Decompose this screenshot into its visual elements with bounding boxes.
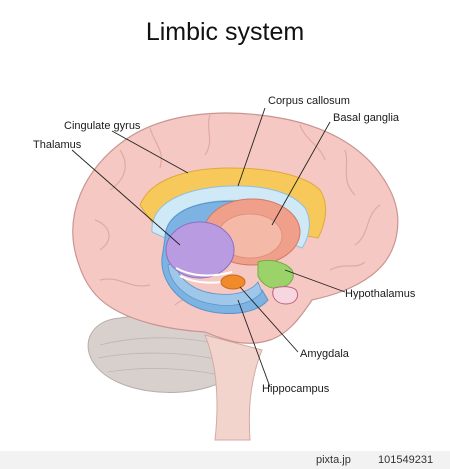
label-hypothalamus: Hypothalamus — [345, 288, 416, 300]
label-cingulate-gyrus: Cingulate gyrus — [64, 120, 141, 132]
diagram-title: Limbic system — [145, 18, 305, 46]
pituitary — [272, 286, 299, 305]
brainstem — [204, 334, 263, 441]
leader-hypothalamus — [284, 269, 346, 293]
leader-lines — [71, 107, 346, 388]
leader-amygdala — [239, 286, 299, 353]
label-hippocampus: Hippocampus — [262, 383, 330, 395]
hypothalamus — [257, 259, 294, 289]
credit-source: pixta.jp — [316, 454, 351, 466]
amygdala — [220, 274, 246, 290]
leader-hippocampus — [237, 299, 271, 388]
image-credit-bar: pixta.jp 101549231 — [0, 451, 450, 469]
leader-thalamus — [71, 149, 181, 246]
label-basal-ganglia: Basal ganglia — [333, 112, 400, 124]
leader-basal-ganglia — [271, 121, 331, 226]
label-corpus-callosum: Corpus callosum — [268, 95, 350, 107]
label-amygdala: Amygdala — [300, 348, 350, 360]
hippocampus — [167, 261, 263, 306]
label-thalamus: Thalamus — [33, 139, 82, 151]
credit-image-number: 101549231 — [378, 454, 434, 466]
leader-cingulate-gyrus — [111, 130, 189, 174]
thalamus — [165, 221, 235, 279]
leader-corpus-callosum — [237, 107, 266, 187]
